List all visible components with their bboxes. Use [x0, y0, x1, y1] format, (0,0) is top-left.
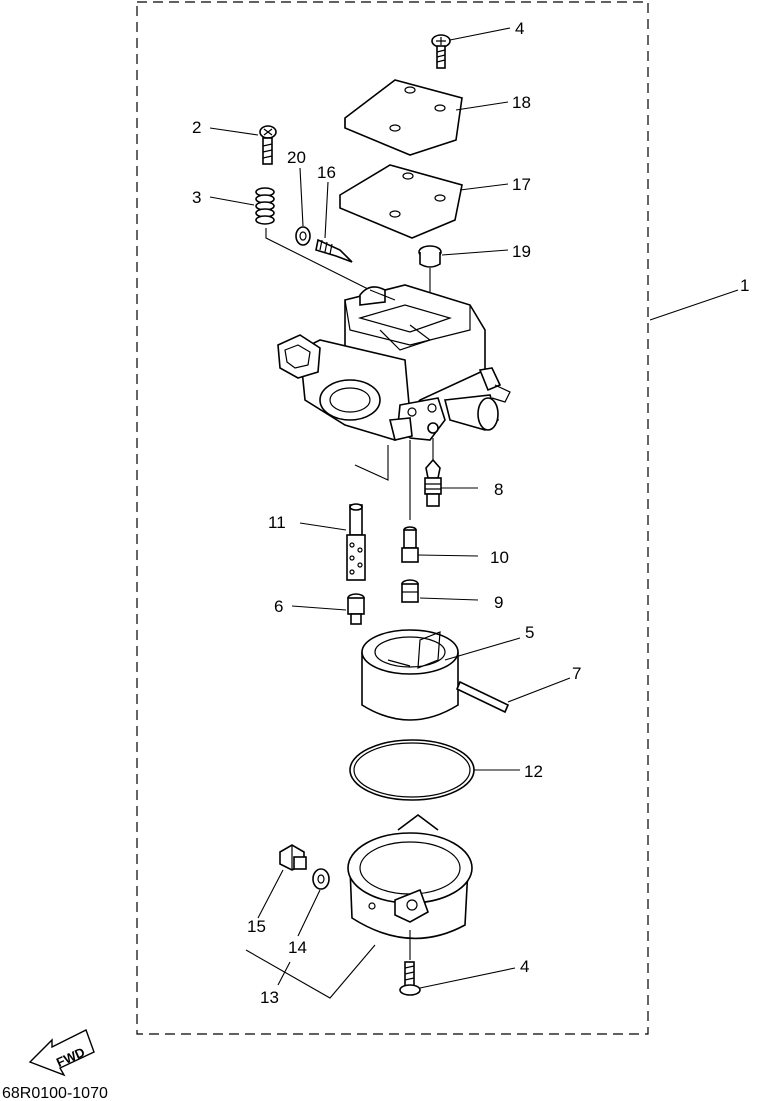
part-4-bottom-screw: [399, 961, 421, 996]
callout-5: 5: [525, 623, 534, 642]
part-8-needle-valve: [424, 458, 442, 507]
part-5-float: [361, 629, 459, 721]
part-19-plug: [418, 245, 442, 268]
callout-12: 12: [524, 762, 543, 781]
callout-8: 8: [494, 480, 503, 499]
callout-18: 18: [512, 93, 531, 112]
part-9-main-jet: [401, 579, 419, 603]
callout-7: 7: [572, 664, 581, 683]
callout-4-bottom: 4: [520, 957, 529, 976]
callout-14: 14: [288, 938, 307, 957]
part-7-float-pin: [455, 680, 510, 714]
callout-15: 15: [247, 917, 266, 936]
callout-20: 20: [287, 148, 306, 167]
callout-19: 19: [512, 242, 531, 261]
callout-11: 11: [268, 513, 286, 532]
callout-1: 1: [740, 276, 749, 295]
callout-10: 10: [490, 548, 509, 567]
carburetor-body: [277, 284, 511, 441]
part-10-main-nozzle: [401, 526, 419, 563]
part-6-pilot-jet: [347, 593, 365, 625]
callout-4-top: 4: [515, 19, 524, 38]
fwd-arrow-icon: [28, 1029, 95, 1077]
part-4-top-screw: [431, 34, 451, 69]
callout-6: 6: [274, 597, 283, 616]
part-3-spring: [255, 187, 275, 225]
part-15-drain-screw: [279, 844, 307, 871]
part-13-float-chamber: [347, 814, 473, 940]
part-17-gasket: [339, 164, 463, 239]
callout-17: 17: [512, 175, 531, 194]
callout-9: 9: [494, 593, 503, 612]
part-16-pilot-screw: [315, 238, 353, 263]
part-14-washer: [312, 868, 330, 890]
part-18-cover-plate: [344, 79, 463, 156]
callout-2: 2: [192, 118, 201, 137]
callout-13: 13: [260, 988, 279, 1007]
part-20-o-ring: [295, 226, 311, 246]
part-2-screw: [259, 125, 277, 165]
callout-16: 16: [317, 163, 336, 182]
callout-3: 3: [192, 188, 201, 207]
assembly-boundary: [136, 1, 649, 1035]
part-11-emulsion-tube: [346, 503, 366, 581]
part-12-gasket-ring: [349, 739, 475, 801]
diagram-code: 68R0100-1070: [2, 1085, 108, 1101]
